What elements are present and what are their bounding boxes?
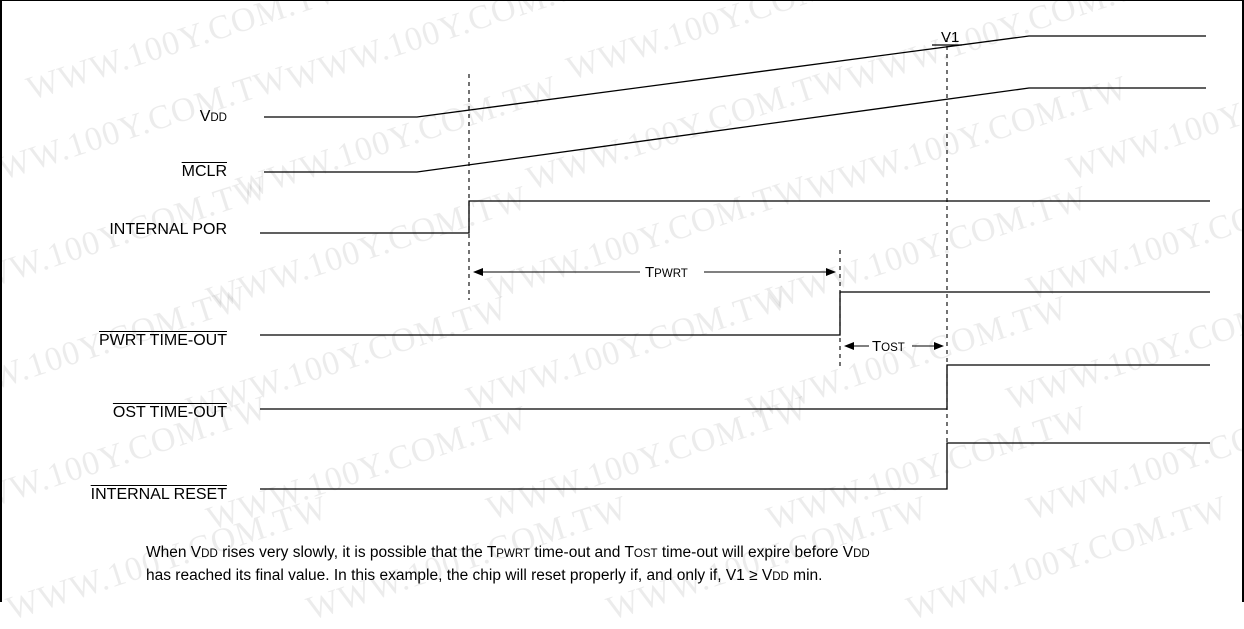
label-ost-timeout: OST TIME-OUT [112, 404, 227, 421]
label-vdd-prefix: V [199, 108, 211, 125]
tost-subscript: OST [881, 342, 905, 354]
note-sub-1: DD [201, 548, 218, 560]
tpwrt-label: TPWRT [645, 264, 688, 281]
note-text-1: When V [146, 544, 202, 561]
label-internal-reset: INTERNAL RESET [90, 486, 227, 503]
tost-prefix: T [872, 338, 881, 355]
note-text-2: rises very slowly, it is possible that t… [217, 544, 497, 561]
ost-timeout-waveform [260, 364, 1210, 410]
mclr-waveform [264, 87, 1206, 173]
note-sub-4: DD [853, 548, 870, 560]
timing-diagram: V1 TPWRT TOST [260, 29, 1210, 490]
tost-label: TOST [872, 338, 905, 355]
label-pwrt-timeout: PWRT TIME-OUT [99, 332, 227, 349]
internal-por-waveform [260, 200, 1210, 234]
label-vdd: VDD [200, 108, 227, 127]
vdd-waveform [264, 35, 1206, 118]
note-text-5: has reached its final value. In this exa… [146, 567, 773, 584]
tpwrt-subscript: PWRT [654, 268, 688, 280]
pwrt-timeout-waveform [260, 291, 1210, 336]
note-sub-2: PWRT [496, 548, 530, 560]
label-internal-por: INTERNAL POR [109, 221, 227, 238]
note-text-3: time-out and T [529, 544, 634, 561]
note-sub-3: OST [633, 548, 658, 560]
tpwrt-prefix: T [645, 264, 654, 281]
v1-label: V1 [941, 29, 959, 46]
note-text-4: time-out will expire before V [657, 544, 854, 561]
note-sub-5: DD [772, 571, 789, 583]
label-vdd-subscript: DD [210, 112, 227, 124]
note-text-6: min. [788, 567, 823, 584]
label-mclr: MCLR [181, 163, 227, 180]
figure-frame [0, 0, 1244, 602]
figure-note: When VDD rises very slowly, it is possib… [146, 542, 1206, 588]
internal-reset-waveform [260, 442, 1210, 490]
